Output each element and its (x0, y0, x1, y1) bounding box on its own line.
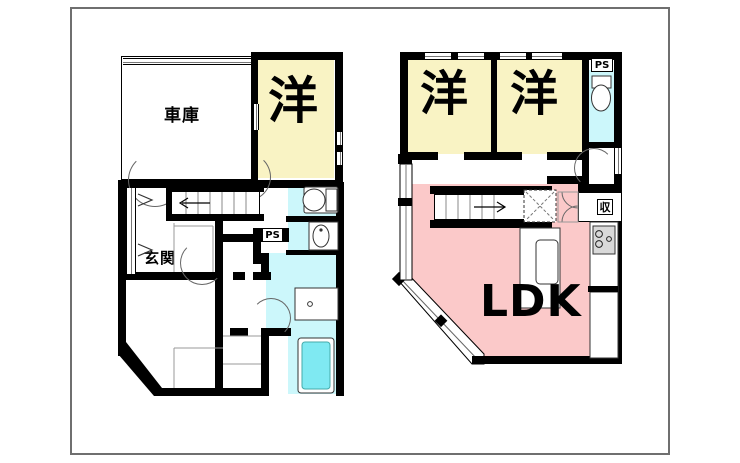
wall-f1-right-upper (335, 52, 343, 186)
genkan-door-marks (137, 193, 154, 257)
genkan-inner-door-arc (180, 241, 224, 285)
storage-door-arcs-2f (557, 191, 579, 223)
room-label-washitsu: 洋 (268, 72, 318, 130)
wall-f2-bedrooms-bottom-a (400, 152, 438, 160)
storage-label-2f: 収 (597, 199, 613, 215)
wall-f1-corridor-top (215, 234, 261, 242)
wall-f2-storage-box (578, 184, 622, 192)
wall-f1-bath-entry-left (230, 328, 248, 336)
stairs-2f-detail (430, 186, 557, 228)
room-label-ldk: LDK (480, 276, 582, 327)
toilet-door-arc-2f (574, 148, 614, 188)
toilet-1f (302, 186, 339, 214)
wall-f1-left (118, 180, 126, 280)
floor1-thin-lines (173, 216, 261, 388)
washbasin-1f (308, 221, 339, 251)
wall-f1-right-lower (336, 182, 344, 396)
genkan-entry-door (126, 188, 136, 274)
toilet-2f (591, 75, 612, 112)
wall-f2-bedroom-divider (491, 56, 497, 154)
hall-window-2f (614, 148, 622, 174)
room-fill-bedroom-left (406, 58, 491, 154)
wall-f1-garage-washitsu (251, 52, 258, 106)
wall-f2-toilet-bottom (582, 142, 622, 148)
wall-f2-diagonal-group (391, 154, 618, 365)
washitsu-window-left (253, 104, 259, 130)
bathtub-1f (297, 337, 335, 394)
wall-f1-garage-washitsu-lower (251, 106, 258, 180)
wall-f1-genkan-bottom (118, 272, 222, 280)
wall-f1-corridor-left-seg (253, 234, 261, 264)
room-label-genkan: 玄関 (144, 249, 177, 267)
bedroom-right-window-b (532, 52, 562, 60)
room-label-garage: 車庫 (164, 106, 200, 126)
wall-f2-bedrooms-bottom-c (547, 152, 589, 160)
garage-door-arc (128, 153, 182, 207)
wall-f1-bottom (154, 388, 264, 396)
wall-f2-toilet-left (582, 56, 589, 156)
wall-f1-bath-divider2 (233, 272, 245, 280)
wall-f1-left-lower (118, 280, 126, 356)
wall-f2-ldk-top-b (547, 176, 589, 184)
wall-f1-chamfer-group (118, 280, 269, 396)
wall-f1-toilet-div (286, 216, 344, 222)
stairs-2f-arrow (474, 201, 507, 213)
floor-1-plan: 車庫 (118, 48, 358, 396)
room-label-bedroom-left: 洋 (420, 66, 469, 122)
wall-f1-hall-right (215, 280, 223, 396)
wall-f1-top (251, 52, 343, 60)
ps-label-1f: PS (262, 228, 283, 242)
washitsu-window-right-b (336, 152, 343, 165)
room-label-bedroom-right: 洋 (510, 66, 559, 122)
kitchen-sink-2f (535, 239, 559, 285)
room-fill-bedroom-right (497, 58, 582, 154)
stairs-1f-arrow (178, 197, 210, 209)
garage-shutter-window (123, 58, 256, 65)
bedroom-left-window-b (458, 52, 484, 60)
wall-f1-bath-left (261, 253, 269, 273)
wall-f2-left-upper (400, 52, 408, 156)
wall-f1-bath-divider (253, 272, 271, 280)
room-fill-washitsu (257, 56, 334, 178)
kitchen-2f (519, 221, 619, 359)
wall-f1-bath-right-lower (261, 336, 269, 396)
bedroom-right-window-a (500, 52, 526, 60)
washitsu-window-right-a (336, 132, 343, 145)
vanity-1f (294, 287, 339, 321)
stairs-void-marker (523, 189, 557, 223)
bath-door-arc-1f (251, 298, 291, 338)
wall-f1-basin-div (286, 250, 344, 255)
floor-2-plan: 洋 洋 PS 収 (391, 48, 632, 396)
ps-label-2f: PS (591, 58, 613, 72)
wall-f2-bedrooms-bottom-b (464, 152, 522, 160)
bedroom-left-window-a (425, 52, 451, 60)
